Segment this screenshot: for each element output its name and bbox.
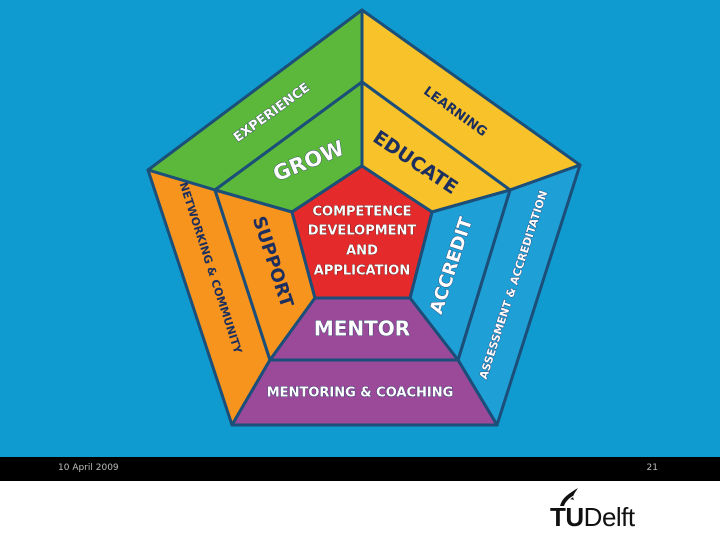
label-core-line2: DEVELOPMENT bbox=[308, 224, 417, 239]
logo-text: TUDelft bbox=[550, 502, 635, 533]
slide-background: EXPERIENCE LEARNING NETWORKING & COMMUNI… bbox=[0, 0, 720, 457]
pentagon-diagram: EXPERIENCE LEARNING NETWORKING & COMMUNI… bbox=[146, 8, 582, 427]
flame-icon bbox=[560, 488, 578, 506]
tu-delft-logo: TUDelft bbox=[546, 484, 666, 534]
page-number: 21 bbox=[646, 463, 658, 473]
footer-date: 10 April 2009 bbox=[58, 463, 119, 473]
logo-tu: TU bbox=[550, 502, 584, 532]
label-core-line3: AND bbox=[346, 244, 378, 259]
label-mentor: MENTOR bbox=[314, 317, 410, 341]
logo-delft: Delft bbox=[583, 502, 635, 532]
footer-bar: 10 April 2009 21 bbox=[0, 457, 720, 481]
label-core-line4: APPLICATION bbox=[314, 264, 410, 279]
segment-core bbox=[290, 164, 434, 300]
label-mentoring: MENTORING & COACHING bbox=[267, 386, 454, 401]
label-core-line1: COMPETENCE bbox=[313, 205, 412, 220]
